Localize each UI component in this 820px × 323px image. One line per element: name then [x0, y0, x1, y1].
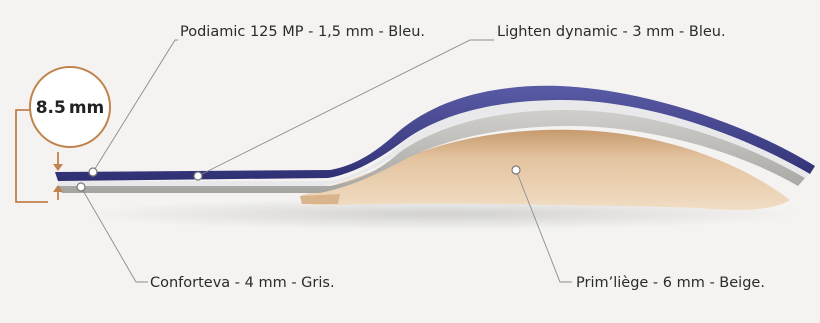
- label-lighten: Lighten dynamic - 3 mm - Bleu.: [497, 24, 726, 40]
- marker-conforteva: [77, 183, 85, 191]
- label-primliege: Prim’liège - 6 mm - Beige.: [576, 275, 765, 291]
- label-podiamic: Podiamic 125 MP - 1,5 mm - Bleu.: [180, 24, 425, 40]
- label-conforteva: Conforteva - 4 mm - Gris.: [150, 275, 335, 291]
- leader-conforteva: [81, 187, 148, 282]
- marker-lighten: [194, 172, 202, 180]
- marker-primliege: [512, 166, 520, 174]
- marker-podiamic: [89, 168, 97, 176]
